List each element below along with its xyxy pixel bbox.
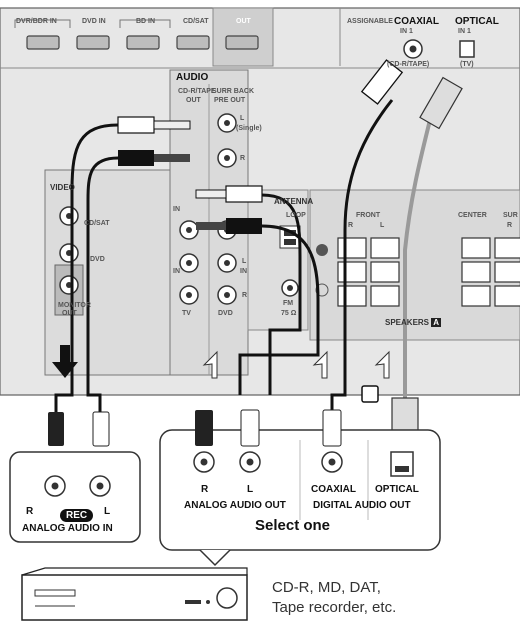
single-label: (Single) — [236, 125, 262, 132]
device-l-label: L — [104, 506, 111, 517]
recorder-device — [21, 567, 248, 621]
up-arrow-icon — [202, 350, 218, 379]
loop-label: LOOP — [286, 212, 306, 219]
monitor-out-label: OUT — [62, 310, 77, 317]
analog-audio-in-caption: ANALOG AUDIO IN — [22, 523, 113, 534]
cdr-tape-out-label: OUT — [186, 97, 201, 104]
coaxial-out-label: COAXIAL — [311, 484, 356, 495]
device-description-line1: CD-R, MD, DAT, — [272, 579, 381, 596]
speakers-text: SPEAKERS — [385, 318, 430, 327]
front-l-label: L — [380, 222, 385, 229]
coaxial-title: COAXIAL — [394, 16, 439, 27]
rec-badge: REC — [60, 505, 94, 523]
coaxial-input: IN 1 — [400, 28, 413, 35]
cdsat-video-label: CD/SAT — [84, 220, 110, 227]
surr-back-label: SURR BACK — [212, 88, 254, 95]
hdmi-label-bd: BD IN — [136, 18, 156, 25]
speaker-terminals — [337, 237, 520, 307]
r-label-2: R — [242, 292, 248, 299]
ohm-label: 75 Ω — [281, 310, 297, 317]
dvd-audio-label: DVD — [218, 310, 233, 317]
audio-title: AUDIO — [176, 72, 209, 83]
surr-r-label: R — [507, 222, 513, 229]
hdmi-label-dvr: DVR/BDR IN — [16, 18, 57, 25]
hdmi-label-cdsat: CD/SAT — [183, 18, 209, 25]
in-label-3: IN — [240, 268, 247, 275]
rec-text: REC — [60, 509, 94, 522]
front-label: FRONT — [356, 212, 381, 219]
optical-title: OPTICAL — [455, 16, 499, 27]
device-r-label: R — [26, 506, 34, 517]
l-label-2: L — [242, 258, 247, 265]
speakers-badge: A — [431, 318, 442, 327]
fm-label: FM — [283, 300, 294, 307]
video-title: VIDEO — [50, 183, 75, 192]
optical-out-label: OPTICAL — [375, 484, 419, 495]
hdmi-label-out: OUT — [236, 18, 251, 25]
r-label: R — [240, 155, 246, 162]
device-description-line2: Tape recorder, etc. — [272, 599, 397, 616]
monitor-label: MONITOR — [58, 302, 91, 309]
out-l-label: L — [247, 484, 254, 495]
out-r-label: R — [201, 484, 209, 495]
cdr-tape-label: CD-R/TAPE — [178, 88, 216, 95]
surr-back-preout-label: PRE OUT — [214, 97, 246, 104]
hdmi-label-dvd: DVD IN — [82, 18, 106, 25]
down-arrow-icon — [52, 345, 78, 378]
surr-label: SUR — [503, 212, 518, 219]
antenna-title: ANTENNA — [274, 197, 314, 206]
assignable-label: ASSIGNABLE — [347, 18, 393, 25]
in-label: IN — [173, 206, 180, 213]
front-r-label: R — [348, 222, 354, 229]
dvd-video-label: DVD — [90, 256, 105, 263]
optical-input: IN 1 — [458, 28, 471, 35]
digital-audio-out-caption: DIGITAL AUDIO OUT — [313, 500, 411, 511]
l-label: L — [240, 115, 245, 122]
select-one-label: Select one — [255, 517, 331, 534]
hdmi-ports — [26, 35, 259, 50]
device-input-panel — [9, 451, 141, 543]
in-label-2: IN — [173, 268, 180, 275]
coaxial-sub: (CD-R/TAPE) — [387, 61, 430, 68]
analog-audio-out-caption: ANALOG AUDIO OUT — [184, 500, 286, 511]
speakers-label: SPEAKERS A — [385, 318, 442, 327]
tv-label: TV — [182, 310, 191, 317]
center-label: CENTER — [458, 212, 487, 219]
optical-sub: (TV) — [460, 61, 474, 68]
